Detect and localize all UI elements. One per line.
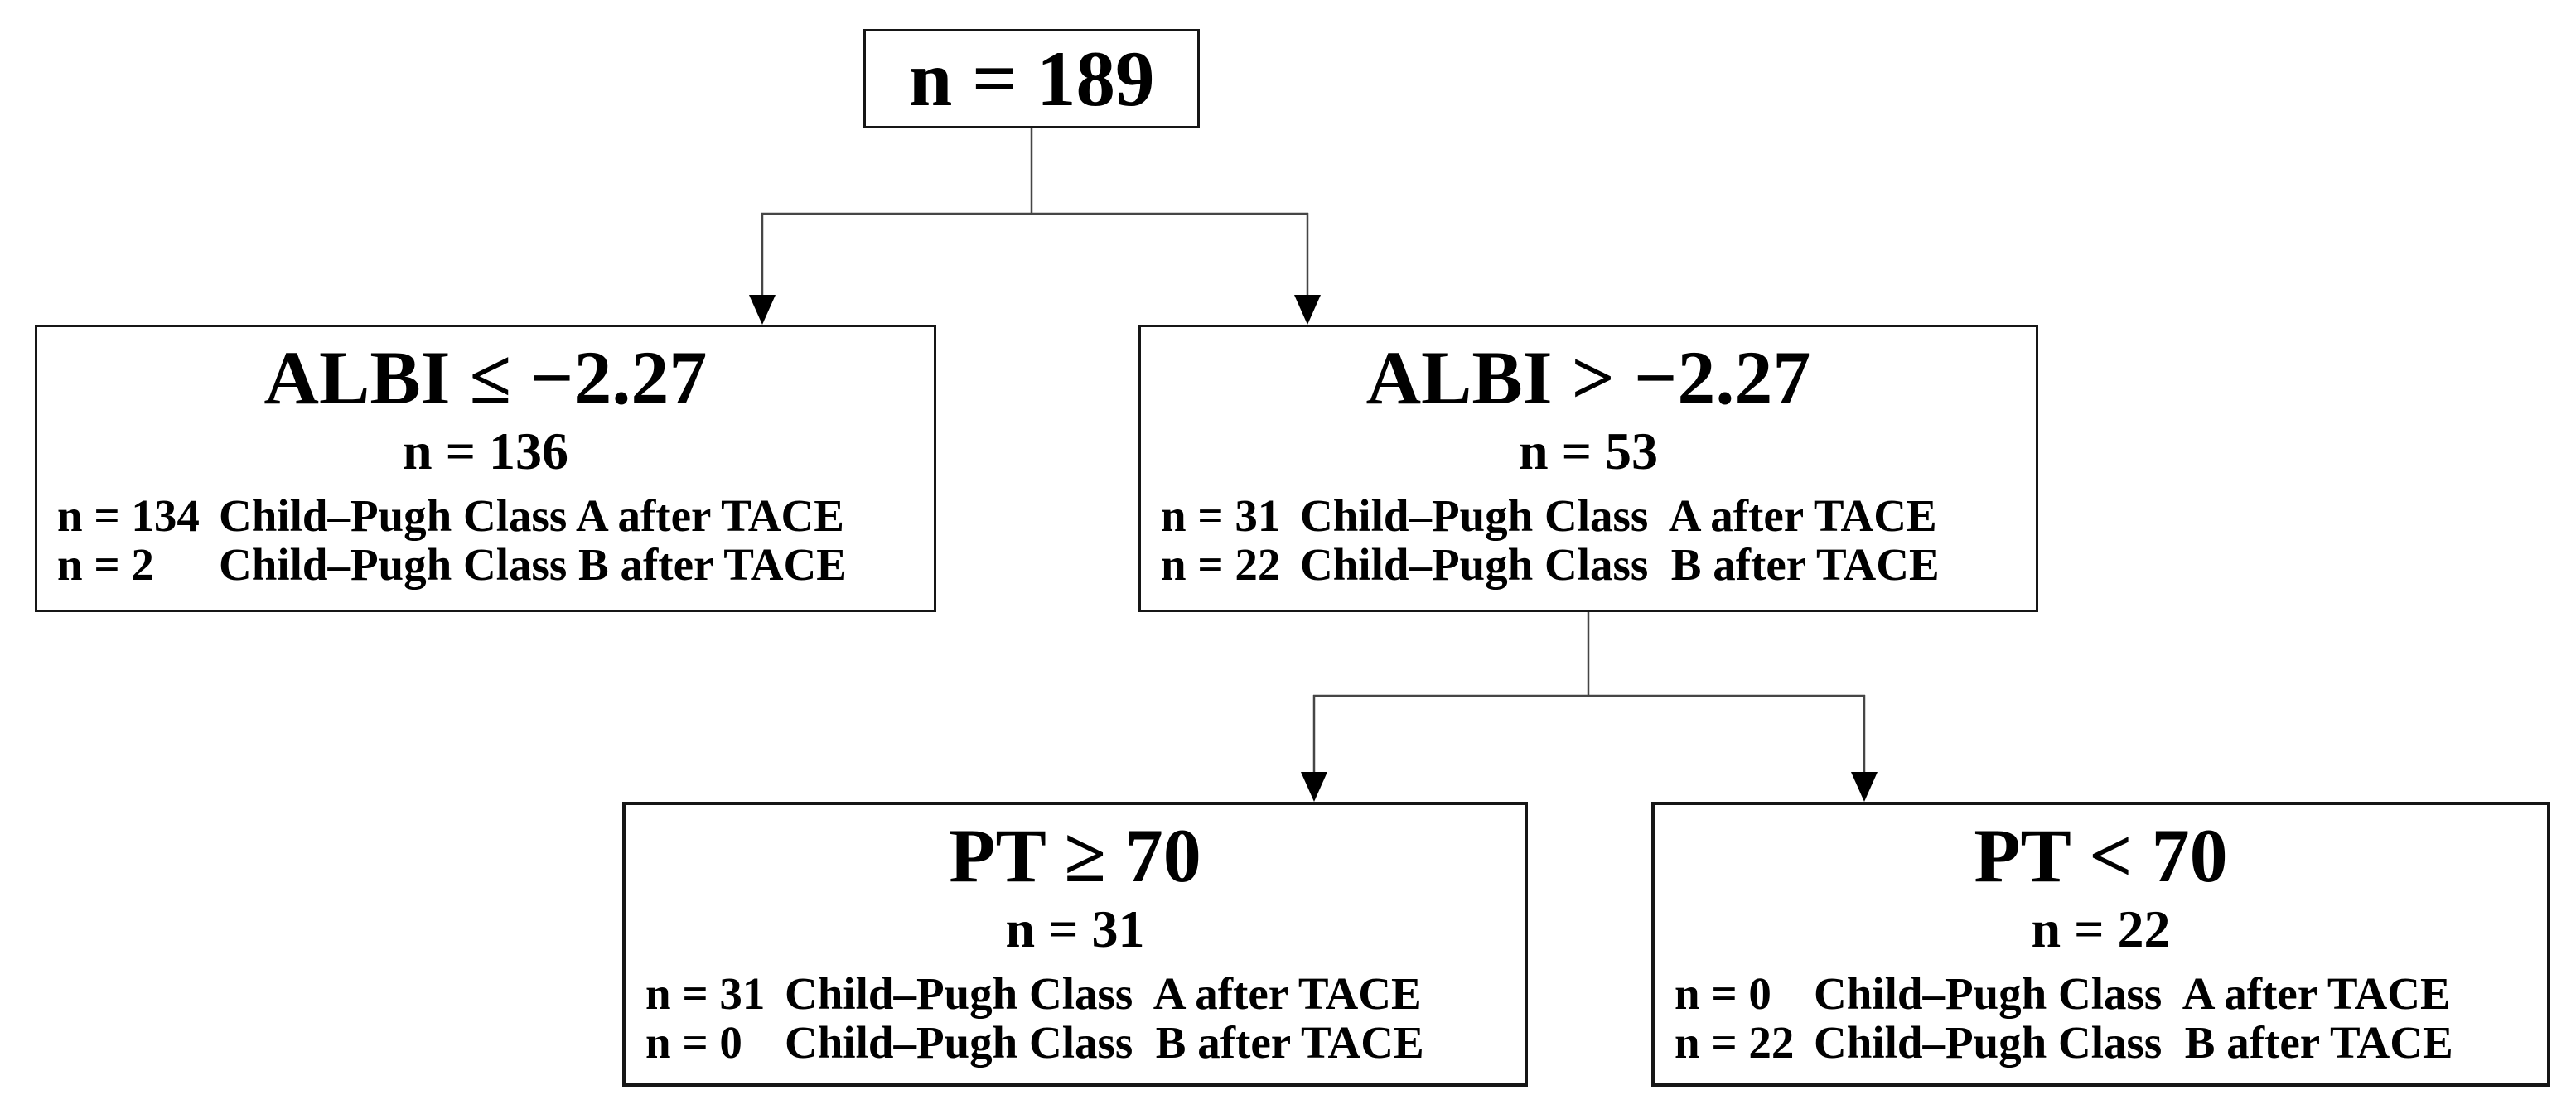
arrowhead-pt-ge-icon [1301, 772, 1327, 802]
node-total: n = 189 [863, 29, 1200, 128]
detail-row: n = 31 Child–Pugh Class A after TACE [645, 967, 1511, 1019]
node-heading: ALBI ≤ −2.27 [263, 335, 708, 420]
detail-count: n = 31 [1161, 490, 1281, 541]
detail-count: n = 134 [57, 490, 200, 541]
node-total-label: n = 189 [908, 34, 1155, 123]
detail-row: n = 22 Child–Pugh Class B after TACE [1161, 539, 2023, 591]
node-detail-rows: n = 134 Child–Pugh Class A after TACE n … [37, 490, 934, 591]
node-count: n = 22 [2031, 900, 2171, 959]
node-albi-le: ALBI ≤ −2.27 n = 136 n = 134 Child–Pugh … [35, 325, 936, 612]
node-count: n = 53 [1518, 422, 1659, 481]
node-pt-lt: PT < 70 n = 22 n = 0 Child–Pugh Class A … [1651, 802, 2550, 1087]
detail-text: Child–Pugh Class A after TACE [785, 967, 1422, 1019]
node-heading: PT < 70 [1974, 813, 2228, 898]
detail-text: Child–Pugh Class B after TACE [219, 539, 847, 591]
detail-row: n = 31 Child–Pugh Class A after TACE [1161, 490, 2023, 541]
detail-text: Child–Pugh Class A after TACE [1814, 967, 2451, 1019]
detail-count: n = 22 [1161, 539, 1281, 591]
node-heading: PT ≥ 70 [949, 813, 1201, 898]
detail-text: Child–Pugh Class B after TACE [1300, 539, 1940, 591]
detail-row: n = 22 Child–Pugh Class B after TACE [1675, 1017, 2534, 1068]
detail-row: n = 134 Child–Pugh Class A after TACE [57, 490, 921, 541]
detail-row: n = 0 Child–Pugh Class A after TACE [1675, 967, 2534, 1019]
detail-count: n = 0 [1675, 967, 1771, 1019]
node-albi-gt: ALBI > −2.27 n = 53 n = 31 Child–Pugh Cl… [1138, 325, 2038, 612]
detail-text: Child–Pugh Class B after TACE [1814, 1017, 2453, 1068]
node-count: n = 136 [402, 422, 569, 481]
node-detail-rows: n = 31 Child–Pugh Class A after TACE n =… [626, 967, 1525, 1068]
detail-text: Child–Pugh Class A after TACE [219, 490, 844, 541]
node-count: n = 31 [1005, 900, 1145, 959]
detail-count: n = 31 [645, 967, 766, 1019]
detail-text: Child–Pugh Class B after TACE [785, 1017, 1424, 1068]
arrowhead-albi-le-icon [749, 295, 776, 325]
detail-count: n = 0 [645, 1017, 742, 1068]
node-detail-rows: n = 31 Child–Pugh Class A after TACE n =… [1141, 490, 2036, 591]
node-pt-ge: PT ≥ 70 n = 31 n = 31 Child–Pugh Class A… [622, 802, 1528, 1087]
detail-row: n = 2 Child–Pugh Class B after TACE [57, 539, 921, 591]
detail-count: n = 2 [57, 539, 154, 591]
node-heading: ALBI > −2.27 [1365, 335, 1811, 420]
detail-count: n = 22 [1675, 1017, 1795, 1068]
detail-text: Child–Pugh Class A after TACE [1300, 490, 1937, 541]
arrowhead-albi-gt-icon [1294, 295, 1321, 325]
node-detail-rows: n = 0 Child–Pugh Class A after TACE n = … [1655, 967, 2547, 1068]
arrowhead-pt-lt-icon [1851, 772, 1878, 802]
detail-row: n = 0 Child–Pugh Class B after TACE [645, 1017, 1511, 1068]
